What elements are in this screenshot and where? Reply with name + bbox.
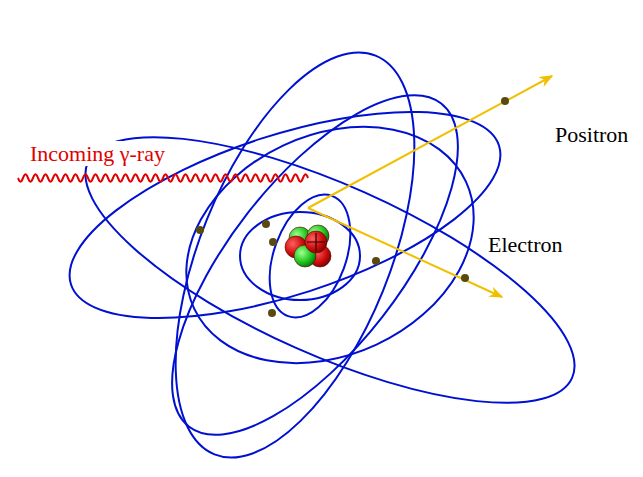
positron-track: [308, 76, 552, 208]
electron-dot: [268, 309, 276, 317]
orbit: [148, 82, 513, 408]
particle-label: Positron: [553, 122, 630, 147]
electron-dot: [262, 220, 270, 228]
proton: [305, 231, 327, 253]
orbit: [46, 69, 523, 360]
electron-dot: [196, 226, 204, 234]
electron-dot: [461, 274, 469, 282]
electrons: [196, 97, 509, 317]
electron-dot: [269, 238, 277, 246]
positron-dot: [501, 97, 509, 105]
orbit-group: [46, 20, 606, 477]
particle-tracks: [308, 76, 552, 297]
nucleus: [285, 225, 331, 267]
electron-dot: [372, 257, 380, 265]
orbit: [254, 184, 365, 329]
plus-sign: [307, 233, 325, 251]
gamma-ray-label: Incoming γ-ray: [28, 141, 167, 166]
orbit: [122, 51, 508, 477]
gamma-ray-wave: [18, 174, 308, 181]
electron-track: [308, 208, 502, 297]
particle-label: Electron: [486, 232, 565, 257]
orbit: [240, 212, 360, 300]
